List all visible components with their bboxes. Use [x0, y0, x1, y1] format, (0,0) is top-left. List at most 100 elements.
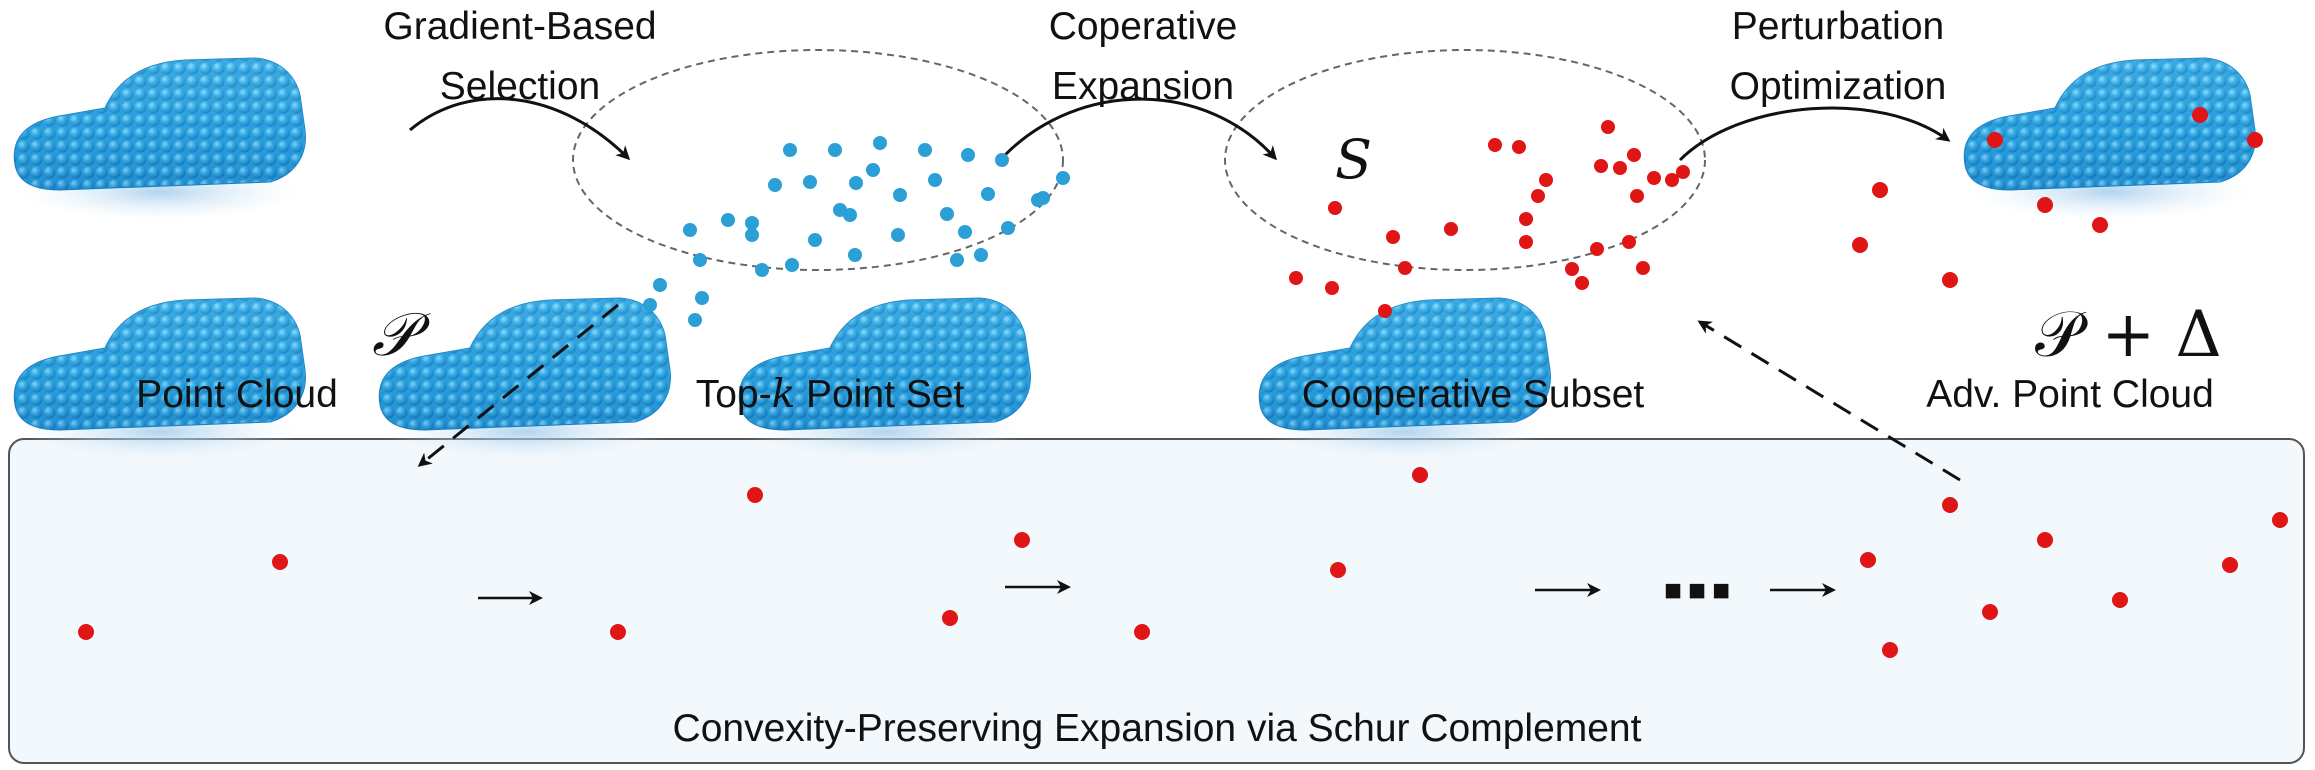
- topk-point: [695, 291, 709, 305]
- perturbed-point: [2192, 107, 2208, 123]
- topk-point: [833, 203, 847, 217]
- perturbed-point: [2112, 592, 2128, 608]
- topk-point: [755, 263, 769, 277]
- topk-point: [1031, 193, 1045, 207]
- arrow1-line2: Selection: [439, 65, 601, 108]
- topk-point: [783, 143, 797, 157]
- subset-point: [1636, 261, 1650, 275]
- subset-point: [1378, 304, 1392, 318]
- dashed-arrow-down: [417, 303, 619, 467]
- perturbed-point: [78, 624, 94, 640]
- adv-point-cloud-car: [1963, 57, 2256, 221]
- perturbed-point: [1882, 642, 1898, 658]
- topk-point: [688, 313, 702, 327]
- subset-point: [1575, 276, 1589, 290]
- expansion-car-2: [378, 297, 671, 461]
- perturbed-point: [1860, 552, 1876, 568]
- topk-point: [928, 173, 942, 187]
- subset-point: [1398, 261, 1412, 275]
- perturbed-point: [610, 624, 626, 640]
- subset-point: [1539, 173, 1553, 187]
- perturbed-point: [1412, 467, 1428, 483]
- perturbed-point: [2037, 197, 2053, 213]
- topk-point: [1056, 171, 1070, 185]
- subset-point: [1594, 159, 1608, 173]
- subset-point: [1386, 230, 1400, 244]
- subset-point: [1665, 173, 1679, 187]
- arrow1-line1: Gradient-Based: [383, 5, 657, 48]
- subset-point: [1601, 120, 1615, 134]
- topk-point: [873, 136, 887, 150]
- dashed-arrow-up: [1697, 320, 1961, 482]
- topk-point: [745, 228, 759, 242]
- math-P-plus-delta: 𝒫 + Δ: [2035, 298, 2222, 372]
- topk-point: [974, 248, 988, 262]
- topk-point: [866, 163, 880, 177]
- perturbed-point: [2037, 532, 2053, 548]
- arrow3-line1: Perturbation: [1731, 5, 1945, 48]
- point-cloud-label: Point Cloud: [136, 373, 338, 416]
- topk-point: [918, 143, 932, 157]
- adv-point-cloud-label: Adv. Point Cloud: [1926, 373, 2214, 416]
- bottom-caption: Convexity-Preserving Expansion via Schur…: [672, 707, 1642, 750]
- subset-point: [1630, 189, 1644, 203]
- topk-point: [961, 148, 975, 162]
- perturbed-point: [1942, 497, 1958, 513]
- subset-point: [1328, 201, 1342, 215]
- ellipsis-dots: ■■■: [1663, 574, 1737, 607]
- arrow2-line1: Coperative: [1048, 5, 1238, 48]
- topk-point: [950, 253, 964, 267]
- topk-point: [981, 187, 995, 201]
- topk-point: [808, 233, 822, 247]
- math-P: 𝒫: [372, 300, 416, 370]
- perturbed-point: [1330, 562, 1346, 578]
- cooperative-subset-label: Cooperative Subset: [1301, 373, 1645, 416]
- topk-point: [768, 178, 782, 192]
- topk-label: Top-k Point Set: [695, 372, 965, 417]
- perturbed-point: [1982, 604, 1998, 620]
- point-cloud-car: [13, 57, 306, 221]
- topk-point: [995, 153, 1009, 167]
- subset-point: [1444, 222, 1458, 236]
- subset-point: [1325, 281, 1339, 295]
- perturbed-point: [1852, 237, 1868, 253]
- topk-point: [1001, 221, 1015, 235]
- topk-point: [683, 223, 697, 237]
- topk-point: [828, 143, 842, 157]
- perturbed-point: [2272, 512, 2288, 528]
- perturbed-point: [1987, 132, 2003, 148]
- subset-point: [1613, 161, 1627, 175]
- topk-point: [849, 176, 863, 190]
- topk-point: [893, 188, 907, 202]
- subset-point: [1531, 189, 1545, 203]
- perturbed-point: [1942, 272, 1958, 288]
- subset-point: [1289, 271, 1303, 285]
- arrow-optimization: [1678, 106, 1951, 162]
- topk-point: [785, 258, 799, 272]
- topk-point: [745, 216, 759, 230]
- perturbed-point: [2222, 557, 2238, 573]
- topk-point: [803, 175, 817, 189]
- perturbed-point: [1134, 624, 1150, 640]
- arrow-selection: [409, 97, 631, 161]
- perturbed-point: [1872, 182, 1888, 198]
- math-S: S: [1335, 128, 1372, 191]
- arrow2-line2: Expansion: [1051, 65, 1235, 108]
- subset-point: [1512, 140, 1526, 154]
- arrow3-line2: Optimization: [1729, 65, 1947, 108]
- subset-point: [1519, 235, 1533, 249]
- topk-ellipse: [572, 49, 1064, 271]
- perturbed-point: [272, 554, 288, 570]
- subset-point: [1647, 171, 1661, 185]
- perturbed-point: [2092, 217, 2108, 233]
- expansion-panel: [8, 438, 2305, 764]
- perturbed-point: [747, 487, 763, 503]
- topk-point: [693, 253, 707, 267]
- subset-ellipse: [1224, 49, 1706, 271]
- topk-point: [958, 225, 972, 239]
- subset-point: [1519, 212, 1533, 226]
- perturbed-point: [2247, 132, 2263, 148]
- topk-point: [643, 298, 657, 312]
